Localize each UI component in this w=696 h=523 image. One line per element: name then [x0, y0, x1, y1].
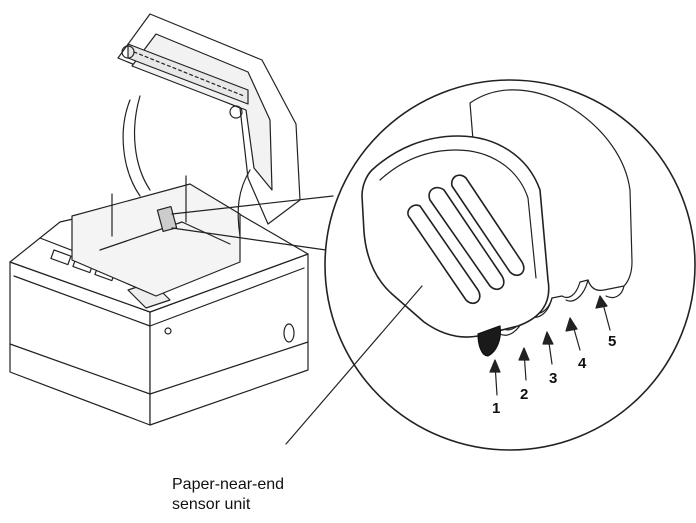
slot-3	[450, 174, 525, 277]
arrow-up-icon	[489, 359, 501, 396]
callout-label-line1: Paper-near-end	[172, 476, 284, 493]
sensor-location	[156, 205, 178, 233]
sensor-cap-rim	[379, 149, 537, 279]
callout-leader	[285, 285, 423, 445]
arrow-up-icon	[542, 331, 554, 365]
zoom-leader-bottom	[171, 227, 348, 254]
printer-seam	[9, 341, 309, 395]
cover-arm	[133, 95, 151, 191]
cover-arm	[122, 99, 141, 197]
slot-2	[428, 186, 505, 291]
position-label-1: 1	[492, 400, 500, 417]
detent-notches	[499, 279, 625, 336]
zoom-leader-top	[171, 195, 334, 215]
sensor-lever	[477, 325, 501, 357]
cover-arm	[237, 169, 251, 237]
printer-illustration	[9, 13, 309, 426]
compartment-floor	[99, 221, 231, 251]
front-screw	[164, 327, 172, 335]
side-knob	[283, 323, 295, 343]
arrow-up-icon	[518, 347, 530, 381]
arrow-up-icon	[595, 295, 611, 331]
roller-teeth	[133, 51, 245, 97]
hinge-knob	[229, 105, 243, 119]
position-label-3: 3	[549, 370, 557, 387]
callout-label-line2: sensor unit	[172, 496, 251, 513]
sensor-closeup: 1 2 3 4 5	[285, 79, 696, 451]
printer-cover	[117, 13, 301, 225]
position-label-4: 4	[578, 355, 587, 372]
paper-compartment	[71, 183, 241, 297]
hinge-knob	[121, 45, 135, 59]
position-label-5: 5	[608, 333, 616, 350]
printer-seam	[13, 267, 305, 327]
arrow-up-icon	[565, 317, 581, 351]
position-arrows	[489, 295, 611, 396]
slot-1	[407, 204, 481, 305]
platen-roller	[127, 43, 249, 105]
position-label-2: 2	[520, 386, 528, 403]
panel-button	[50, 249, 72, 266]
